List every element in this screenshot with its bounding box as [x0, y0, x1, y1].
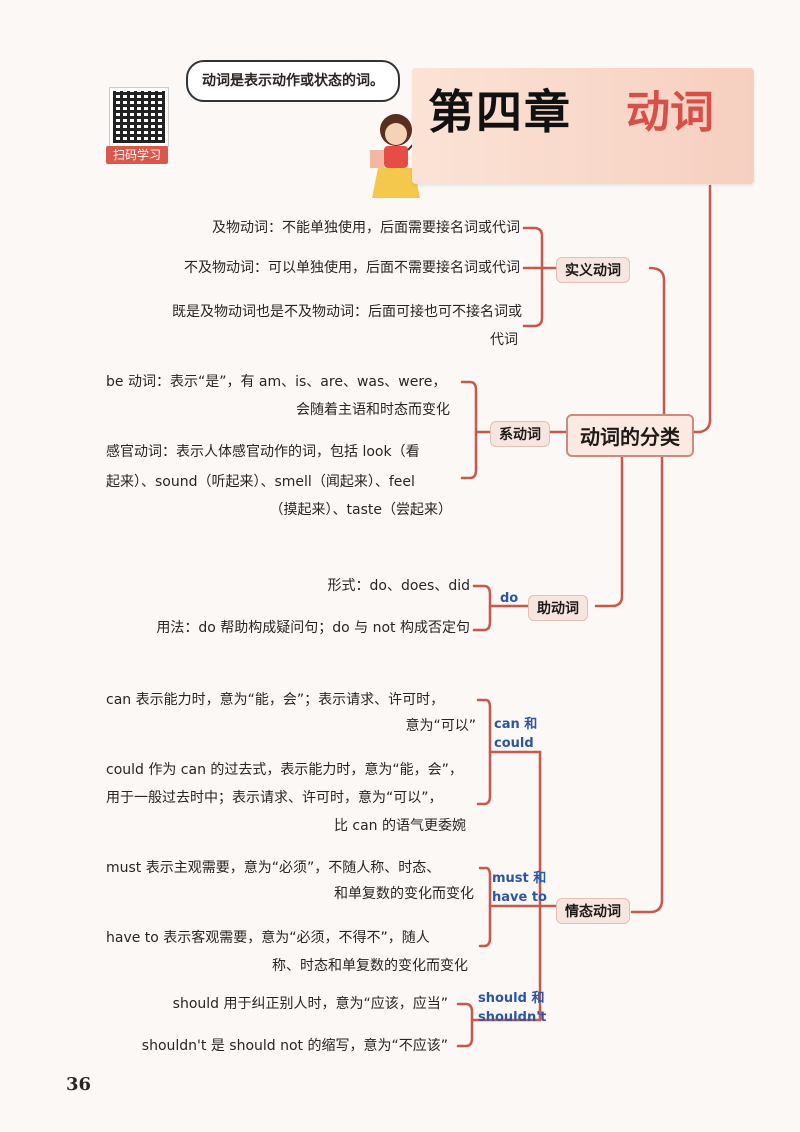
- branch-qingtai-label: 情态动词: [556, 898, 630, 924]
- qingtai-2-item-1b: 和单复数的变化而变化: [334, 886, 474, 902]
- speech-bubble: 动词是表示动作或状态的词。: [186, 60, 400, 102]
- shiyi-item-1: 及物动词：不能单独使用，后面需要接名词或代词: [212, 220, 520, 236]
- qingtai-2-item-2: have to 表示客观需要，意为“必须，不得不”，随人: [106, 930, 430, 946]
- qingtai-side-1b: could: [494, 736, 534, 751]
- shiyi-item-3: 既是及物动词也是不及物动词：后面可接也可不接名词或: [172, 304, 522, 320]
- qingtai-1-item-2c: 比 can 的语气更委婉: [333, 818, 466, 834]
- qingtai-3-item-2: shouldn't 是 should not 的缩写，意为“不应该”: [141, 1038, 448, 1054]
- shiyi-item-3b: 代词: [490, 332, 518, 348]
- qingtai-1-item-2b: 用于一般过去时中；表示请求、许可时，意为“可以”，: [106, 790, 443, 806]
- qingtai-side-3b: shouldn't: [478, 1010, 547, 1025]
- zhu-item-1: 形式：do、does、did: [327, 578, 470, 594]
- qingtai-side-1a: can 和: [494, 717, 538, 732]
- branch-shiyi-label: 实义动词: [556, 257, 630, 283]
- qr-code[interactable]: [110, 88, 168, 146]
- chapter-number: 第四章: [428, 85, 572, 139]
- qingtai-1-item-1b: 意为“可以”: [405, 718, 476, 734]
- zhu-side-label: do: [500, 591, 519, 606]
- center-node: 动词的分类: [566, 414, 694, 457]
- chapter-banner: 第四章 动词: [412, 68, 754, 184]
- qingtai-side-2b: have to: [492, 890, 547, 905]
- page-number: 36: [66, 1074, 92, 1095]
- qingtai-side-2a: must 和: [492, 871, 547, 886]
- qingtai-3-item-1: should 用于纠正别人时，意为“应该，应当”: [172, 996, 448, 1012]
- chapter-title: 动词: [626, 87, 714, 138]
- xi-item-2: 感官动词：表示人体感官动作的词，包括 look（看: [106, 444, 420, 460]
- xi-item-2c: （摸起来）、taste（尝起来）: [269, 502, 452, 518]
- xi-item-1b: 会随着主语和时态而变化: [296, 402, 450, 418]
- qr-label: 扫码学习: [106, 146, 168, 164]
- branch-zhu-label: 助动词: [528, 595, 588, 621]
- shiyi-item-2: 不及物动词：可以单独使用，后面不需要接名词或代词: [184, 260, 520, 276]
- qingtai-side-3a: should 和: [478, 991, 545, 1006]
- qingtai-2-item-1: must 表示主观需要，意为“必须”，不随人称、时态、: [106, 860, 441, 876]
- qingtai-1-item-2: could 作为 can 的过去式，表示能力时，意为“能，会”，: [106, 762, 463, 778]
- branch-xi-label: 系动词: [490, 421, 550, 447]
- zhu-item-2: 用法：do 帮助构成疑问句；do 与 not 构成否定句: [156, 620, 470, 636]
- xi-item-1: be 动词：表示“是”，有 am、is、are、was、were，: [106, 374, 447, 390]
- xi-item-2b: 起来）、sound（听起来）、smell（闻起来）、feel: [106, 474, 415, 490]
- qingtai-2-item-2b: 称、时态和单复数的变化而变化: [272, 958, 468, 974]
- qingtai-1-item-1: can 表示能力时，意为“能，会”；表示请求、许可时，: [106, 692, 445, 708]
